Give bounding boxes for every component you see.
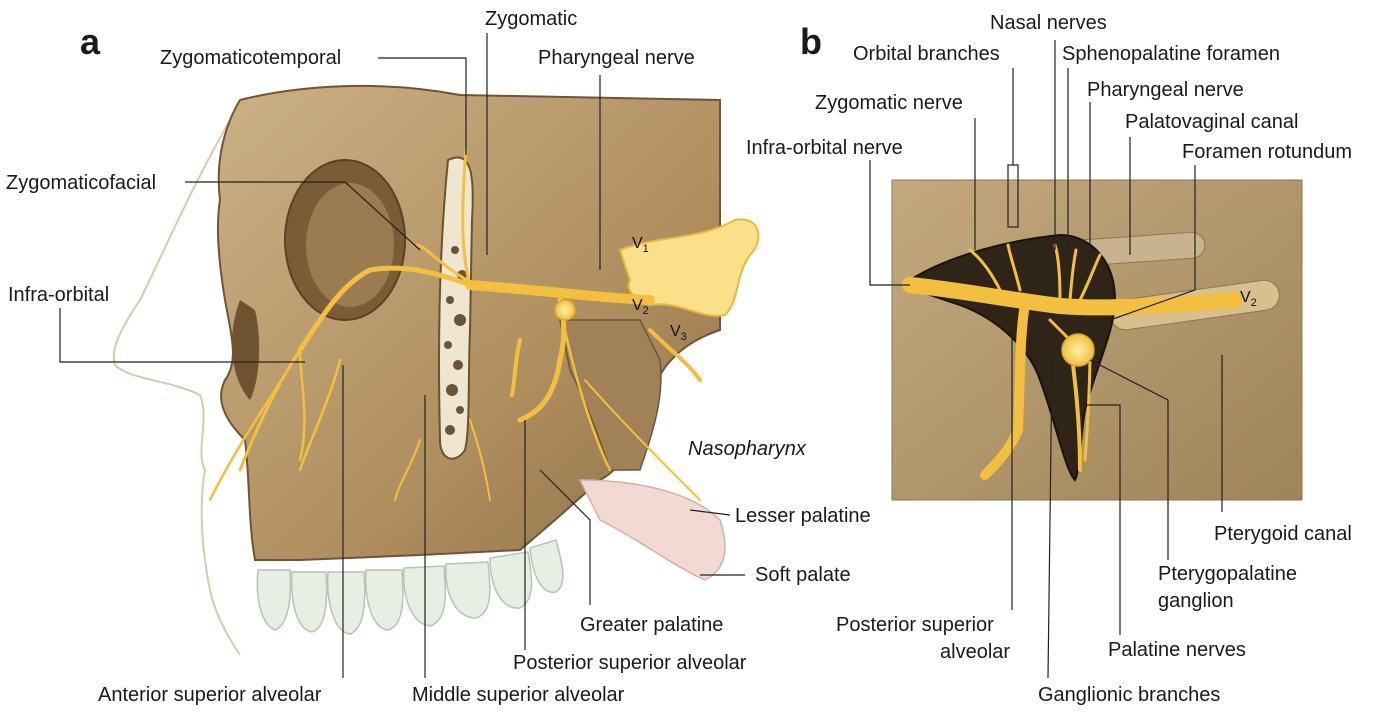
label-zygomatic-nerve: Zygomatic nerve <box>815 92 963 114</box>
label-zygomaticotemporal: Zygomaticotemporal <box>160 47 342 69</box>
leaders-panel-a <box>59 33 745 678</box>
label-palatine-nerves: Palatine nerves <box>1108 639 1246 661</box>
panel-letter-b: b <box>800 21 822 62</box>
label-palatovaginal-canal: Palatovaginal canal <box>1125 111 1299 133</box>
label-nasal-nerves: Nasal nerves <box>990 12 1107 34</box>
soft-palate <box>578 479 726 581</box>
panel-letter-a: a <box>80 21 101 62</box>
label-anterior-superior-alveolar: Anterior superior alveolar <box>98 684 322 706</box>
pterygopalatine-ganglion <box>1061 333 1095 367</box>
label-foramen-rotundum: Foramen rotundum <box>1182 141 1353 163</box>
label-greater-palatine: Greater palatine <box>580 614 724 636</box>
nerves-panel-a <box>208 148 702 502</box>
label-infra-orbital: Infra-orbital <box>8 284 110 306</box>
label-orbital-branches: Orbital branches <box>853 43 1000 65</box>
ganglion-node-a <box>554 299 576 321</box>
label-nasopharynx: Nasopharynx <box>688 438 806 460</box>
label-infra-orbital-nerve: Infra-orbital nerve <box>746 137 903 159</box>
bone-section <box>437 156 474 460</box>
label-posterior-superior-alveolar-b-line2: alveolar <box>940 641 1011 663</box>
label-pharyngeal-nerve-a: Pharyngeal nerve <box>538 47 695 69</box>
teeth <box>256 539 564 635</box>
label-v2-b: V2 <box>1240 289 1257 310</box>
label-v2-a: V2 <box>632 297 649 318</box>
label-soft-palate: Soft palate <box>755 564 851 586</box>
label-middle-superior-alveolar: Middle superior alveolar <box>412 684 625 706</box>
label-sphenopalatine-foramen: Sphenopalatine foramen <box>1062 43 1280 65</box>
label-zygomatic: Zygomatic <box>485 8 578 30</box>
label-pterygopalatine-ganglion-line1: Pterygopalatine <box>1158 563 1297 585</box>
label-posterior-superior-alveolar-b-line1: Posterior superior <box>836 614 994 636</box>
nasal-aperture <box>231 300 260 400</box>
label-v3: V3 <box>670 323 687 344</box>
label-lesser-palatine: Lesser palatine <box>735 505 871 527</box>
label-v1: V1 <box>632 235 649 256</box>
label-posterior-superior-alveolar-a: Posterior superior alveolar <box>513 652 747 674</box>
label-ganglionic-branches: Ganglionic branches <box>1038 684 1221 706</box>
label-zygomaticofacial: Zygomaticofacial <box>6 172 157 194</box>
label-pterygoid-canal: Pterygoid canal <box>1214 523 1352 545</box>
label-pharyngeal-nerve-b: Pharyngeal nerve <box>1087 79 1244 101</box>
nerves-panel-b <box>902 243 1243 480</box>
face-outline <box>112 119 241 656</box>
label-pterygopalatine-ganglion-line2: ganglion <box>1158 590 1234 612</box>
leaders-panel-b <box>869 40 1223 679</box>
